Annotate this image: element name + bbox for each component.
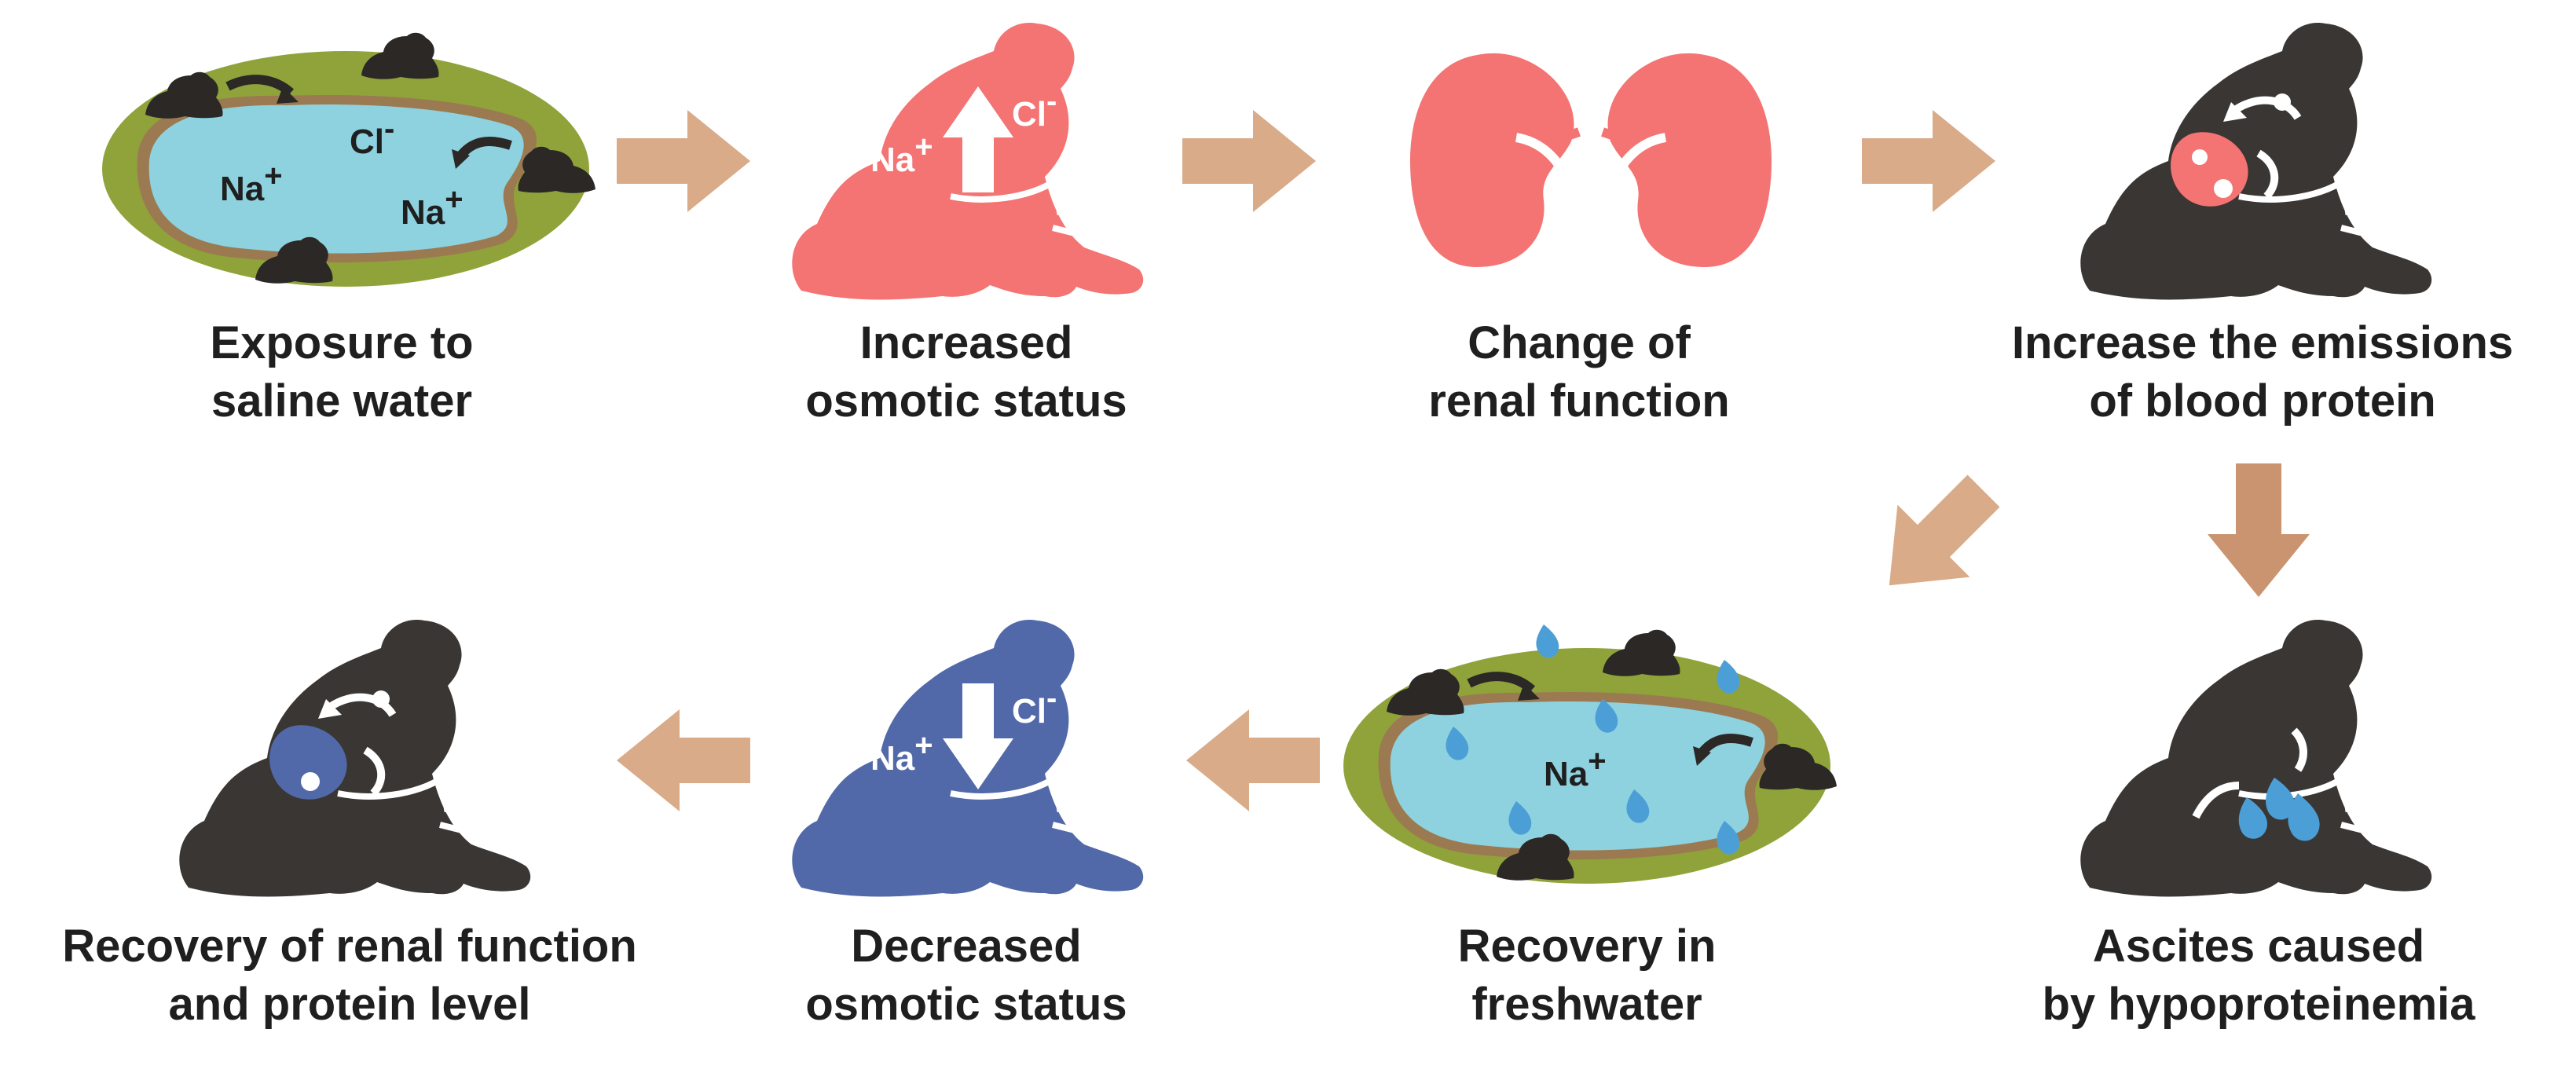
red-frog-ion-cl: Cl- [1012, 84, 1057, 134]
caption-exposure: Exposure to saline water [210, 317, 474, 427]
caption-decreased: Decreased osmotic status [805, 921, 1127, 1030]
caption-ascites: Ascites caused by hypoproteinemia [2042, 921, 2475, 1030]
freshwater-pond-icon: Na+ [1343, 624, 1837, 884]
dark-frog-red-kidney-icon [2080, 23, 2432, 300]
arrow-down [2208, 463, 2310, 597]
caption-freshwater: Recovery in freshwater [1457, 921, 1717, 1030]
arrow-right-2 [1182, 110, 1316, 212]
kidneys-icon [1410, 53, 1772, 268]
red-frog-up-arrow-icon: Na+ Cl- [792, 23, 1144, 300]
caption-emissions: Increase the emissions of blood protein [2011, 317, 2514, 427]
caption-increased: Increased osmotic status [805, 317, 1127, 427]
dark-frog-blue-kidney-icon [179, 620, 531, 897]
arrow-right-3 [1862, 110, 1995, 212]
arrow-diagonal [1852, 455, 2020, 622]
blue-frog-down-arrow-icon: Na+ Cl- [792, 620, 1144, 897]
blue-frog-ion-cl: Cl- [1012, 681, 1057, 731]
caption-recovery: Recovery of renal function and protein l… [62, 921, 637, 1030]
arrow-left-1 [1186, 709, 1320, 811]
saline-pond-ion-cl: Cl- [350, 112, 394, 161]
blue-frog-ion-na: Na+ [870, 728, 933, 778]
saline-pond-icon: Cl- Na+ Na+ [102, 32, 595, 287]
freshwater-pond-ion-na: Na+ [1544, 744, 1607, 793]
arrow-left-2 [617, 709, 750, 811]
saline-pond-ion-na-1: Na+ [220, 159, 283, 208]
caption-renal: Change of renal function [1428, 317, 1730, 427]
arrow-right-1 [617, 110, 750, 212]
dark-frog-fluid-drops-icon [2080, 620, 2432, 897]
saline-pond-ion-na-2: Na+ [401, 182, 464, 232]
red-frog-ion-na: Na+ [870, 130, 933, 179]
